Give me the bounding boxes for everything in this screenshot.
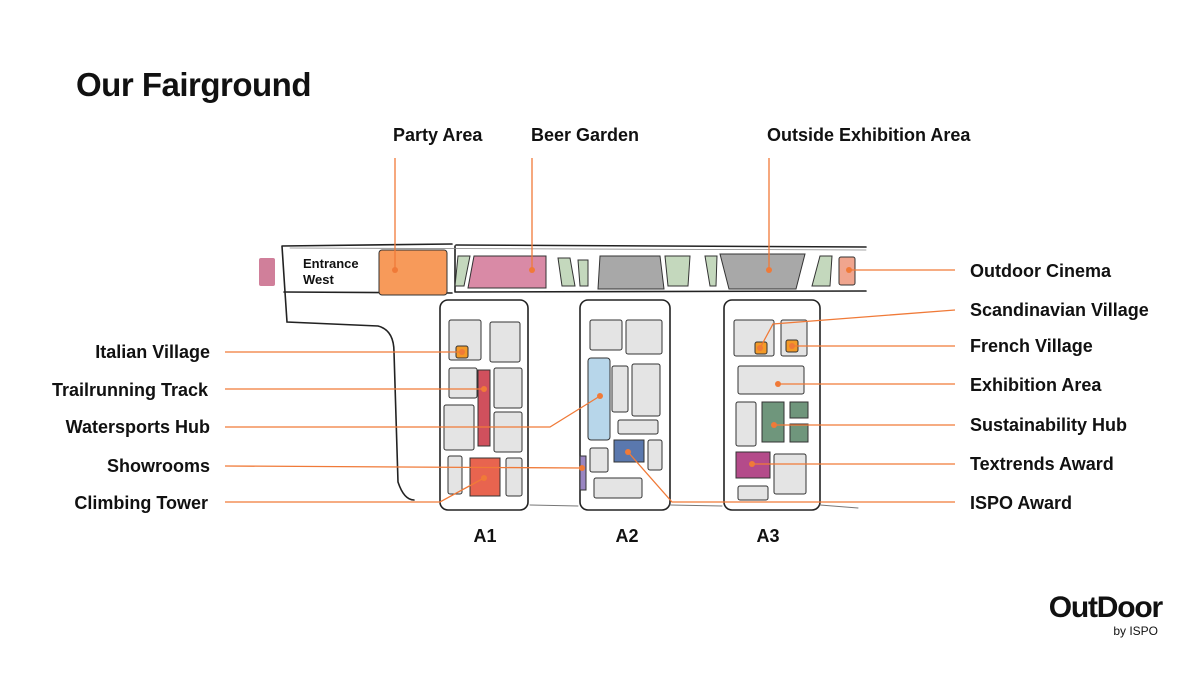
- sustainability-hub-block-2: [789, 401, 809, 419]
- dot-italian-village: [459, 349, 465, 355]
- dot-trailrunning-track: [481, 386, 487, 392]
- page-title: Our Fairground: [76, 66, 312, 103]
- dot-climbing-tower: [481, 475, 487, 481]
- outside-exhibition-block-1: [597, 255, 665, 290]
- hall-label-a1: A1: [473, 526, 497, 546]
- label-french-village: French Village: [970, 336, 1093, 356]
- party-area: [378, 249, 448, 296]
- label-outdoor-cinema: Outdoor Cinema: [970, 261, 1112, 281]
- brand-subtitle: by ISPO: [1113, 624, 1158, 638]
- entrance-west-label: Entrance West: [303, 256, 359, 287]
- leader-dots: [392, 267, 852, 481]
- leader-watersports-hub: [225, 395, 601, 428]
- dot-exhibition-area: [775, 381, 781, 387]
- dot-sustainability-hub: [771, 422, 777, 428]
- green-areas: [454, 255, 833, 287]
- showrooms: [579, 455, 587, 491]
- dot-showrooms: [579, 465, 585, 471]
- label-italian-village: Italian Village: [95, 342, 210, 362]
- label-exhibition-area: Exhibition Area: [970, 375, 1102, 395]
- leader-climbing-tower: [225, 477, 485, 503]
- label-watersports-hub: Watersports Hub: [65, 417, 210, 437]
- label-trailrunning-track: Trailrunning Track: [51, 380, 208, 400]
- label-scandinavian-village: Scandinavian Village: [970, 300, 1149, 320]
- label-textrends-award: Textrends Award: [970, 454, 1114, 474]
- brand-name: OutDoor: [1048, 591, 1163, 624]
- brand-logo: OutDoor by ISPO: [1048, 591, 1163, 639]
- leader-showrooms: [224, 465, 583, 469]
- beer-garden: [467, 255, 547, 289]
- dot-scandinavian-village: [757, 345, 763, 351]
- leader-ispo-award: [627, 451, 955, 503]
- entrance-marker: [259, 258, 275, 286]
- label-beer-garden: Beer Garden: [531, 125, 640, 145]
- leader-lines: [224, 158, 956, 503]
- label-climbing-tower: Climbing Tower: [74, 493, 208, 513]
- hall-label-a3: A3: [756, 526, 780, 546]
- sustainability-hub-block-1: [761, 401, 785, 443]
- leader-scandinavian-village: [759, 309, 956, 349]
- hall-a2-booths: [589, 319, 663, 499]
- dot-beer-garden: [529, 267, 535, 273]
- dot-textrends-award: [749, 461, 755, 467]
- label-party-area: Party Area: [393, 125, 483, 145]
- dot-outside-exhibition-area: [766, 267, 772, 273]
- label-outside-exhibition-area: Outside Exhibition Area: [767, 125, 971, 145]
- trailrunning-track: [477, 369, 491, 447]
- outside-exhibition-block-2: [719, 253, 806, 290]
- dot-french-village: [789, 343, 795, 349]
- dot-outdoor-cinema: [846, 267, 852, 273]
- dot-party-area: [392, 267, 398, 273]
- dot-ispo-award: [625, 449, 631, 455]
- label-showrooms: Showrooms: [106, 456, 210, 476]
- hall-label-a2: A2: [615, 526, 639, 546]
- label-ispo-award: ISPO Award: [970, 493, 1073, 513]
- label-sustainability-hub: Sustainability Hub: [970, 415, 1128, 435]
- dot-watersports-hub: [597, 393, 603, 399]
- watersports-hub: [587, 357, 611, 441]
- sustainability-hub-block-3: [789, 423, 809, 443]
